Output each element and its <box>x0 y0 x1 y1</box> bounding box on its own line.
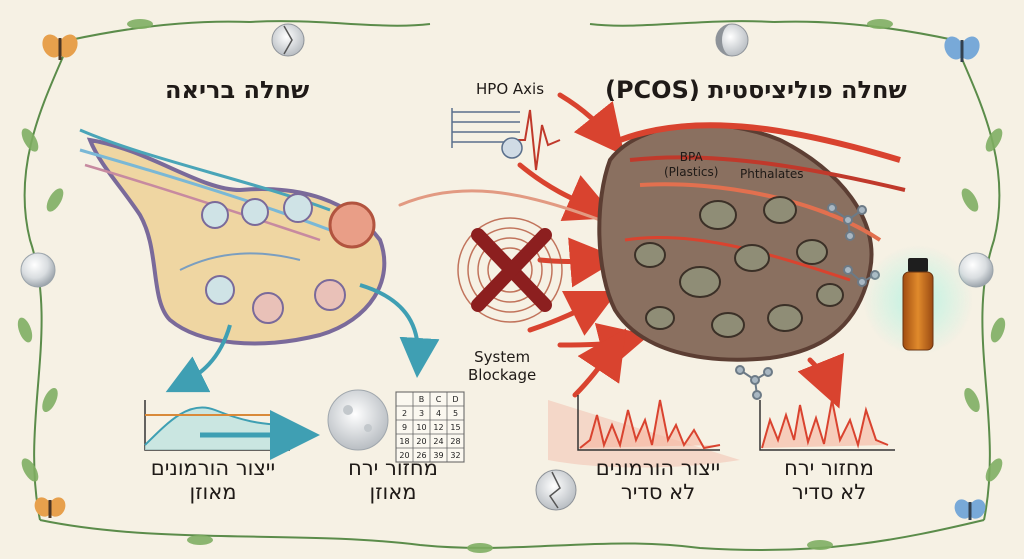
moon-icon <box>715 23 749 57</box>
healthy-cycle-caption-line1: מחזור ירח <box>348 456 438 480</box>
calendar-day-cell: 20 <box>399 451 409 460</box>
calendar-day-cell: 10 <box>416 423 426 432</box>
butterfly-icon <box>944 36 980 62</box>
healthy-hormone-graph <box>144 400 320 460</box>
moon-icon <box>271 23 305 57</box>
pcos-cycle-graph <box>759 399 895 451</box>
calendar-day-cell: 26 <box>416 451 426 460</box>
pcos-hormones-caption-line1: ייצור הורמונים <box>595 456 721 480</box>
calendar-day-cell: 15 <box>450 423 460 432</box>
healthy-hormones-caption: ייצור הורמונים מאוזן <box>138 456 288 504</box>
disruption-arrows <box>398 92 845 409</box>
healthy-cycle-caption-line2: מאוזן <box>369 480 417 504</box>
butterfly-icon <box>954 499 986 520</box>
pcos-ovary <box>597 122 906 362</box>
molecule-icon <box>735 365 773 400</box>
calendar-header-cell: B <box>419 395 425 404</box>
calendar-day-cell: 3 <box>419 409 424 418</box>
hpo-axis-label: HPO Axis <box>476 80 545 98</box>
calendar-day-cell: 32 <box>450 451 460 460</box>
butterfly-icon <box>42 34 78 60</box>
calendar-day-cell: 9 <box>402 423 407 432</box>
calendar-day-cell: 28 <box>450 437 460 446</box>
calendar-day-cell: 18 <box>399 437 409 446</box>
system-blockage-label: System Blockage <box>468 348 536 384</box>
system-blockage-line1: System <box>474 348 531 366</box>
bpa-label-line2: (Plastics) <box>664 165 719 179</box>
calendar-day-cell: 20 <box>416 437 426 446</box>
calendar-grid: B C D 2 3 4 5 9 10 12 15 18 20 24 28 20 26 39 32 <box>395 391 465 463</box>
bpa-label-line1: BPA <box>679 150 703 164</box>
pcos-cycle-caption-line2: לא סדיר <box>791 480 867 504</box>
calendar-day-cell: 12 <box>433 423 443 432</box>
system-blockage-swirl <box>457 217 563 323</box>
healthy-arrows <box>165 283 440 393</box>
crystal-orb-icon <box>20 252 56 288</box>
calendar-day-cell: 24 <box>433 437 443 446</box>
healthy-cycle-caption: מחזור ירח מאוזן <box>328 456 458 504</box>
essential-oil-bottle-icon <box>863 245 973 355</box>
moon-icon <box>535 469 577 511</box>
moon-icon <box>327 389 389 451</box>
calendar-day-cell: 4 <box>436 409 441 418</box>
calendar-header-cell: D <box>452 395 458 404</box>
pcos-cycle-caption: מחזור ירח לא סדיר <box>764 456 894 504</box>
pcos-cycle-caption-line1: מחזור ירח <box>784 456 874 480</box>
butterfly-icon <box>34 497 66 518</box>
calendar-day-cell: 2 <box>402 409 407 418</box>
hpo-axis-graph <box>451 108 561 171</box>
vine-border <box>23 20 1001 552</box>
healthy-ovary <box>79 128 387 346</box>
healthy-ovary-title: שחלה בריאה <box>165 76 310 104</box>
healthy-hormones-caption-line2: מאוזן <box>189 480 237 504</box>
phthalates-label: Phthalates <box>740 167 804 181</box>
pcos-hormones-caption-line2: לא סדיר <box>620 480 696 504</box>
molecule-icon <box>827 203 867 241</box>
bpa-label: BPA (Plastics) <box>664 150 718 180</box>
vine-leaves <box>17 19 1006 553</box>
calendar-header-cell: C <box>436 395 442 404</box>
cross-mark-icon <box>471 228 552 312</box>
pcos-ovary-title: שחלה פוליציסטית (PCOS) <box>605 76 907 104</box>
system-blockage-line2: Blockage <box>468 366 537 384</box>
healthy-hormones-caption-line1: ייצור הורמונים <box>150 456 276 480</box>
calendar-day-cell: 39 <box>433 451 443 460</box>
pcos-hormones-caption: ייצור הורמונים לא סדיר <box>578 456 738 504</box>
pcos-hormone-graph <box>548 395 740 468</box>
calendar-day-cell: 5 <box>453 409 458 418</box>
